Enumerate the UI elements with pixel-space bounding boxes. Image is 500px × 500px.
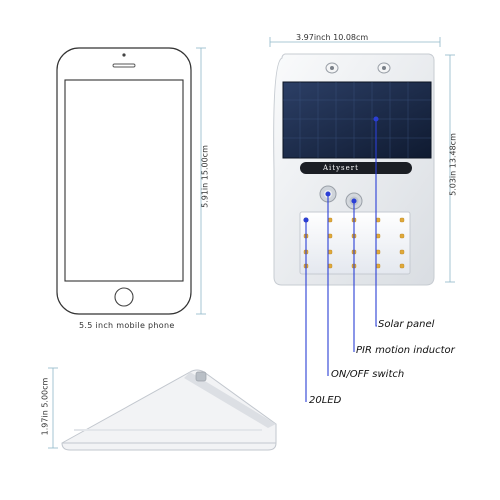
solar-light-side-view [61,369,277,451]
light-height-label: 5.03in 13.48cm [448,133,458,196]
solar-panel [282,81,432,159]
callout-solar-panel: Solar panel [378,319,435,330]
phone-outline [56,47,192,315]
led-dot [399,217,405,223]
phone-height-dimension [196,47,206,315]
led-dot [327,249,333,255]
led-dot [375,233,381,239]
side-height-label: 1.97in 5.00cm [40,377,50,436]
callout-pir-motion-inductor: PIR motion inductor [356,345,455,356]
led-dot [327,263,333,269]
phone-caption: 5.5 inch mobile phone [79,321,175,330]
led-dot [399,233,405,239]
led-dot [399,249,405,255]
led-dot [327,217,333,223]
led-dot [375,263,381,269]
light-height-dimension [445,54,455,283]
callout-on-off-switch: ON/OFF switch [331,369,405,380]
callout-lines [303,116,379,402]
brand-logo: Aitysert [323,164,359,172]
light-width-dimension [269,37,441,47]
brand-strip [300,162,412,174]
side-height-dimension [48,367,58,449]
led-dot [375,249,381,255]
light-width-label: 3.97inch 10.08cm [296,33,369,42]
led-dot [375,217,381,223]
solar-light-front [273,53,435,286]
led-dot [327,233,333,239]
callout-20-led: 20LED [309,395,342,406]
phone-height-label: 5.91in 15.00cm [200,145,210,208]
led-dot [399,263,405,269]
